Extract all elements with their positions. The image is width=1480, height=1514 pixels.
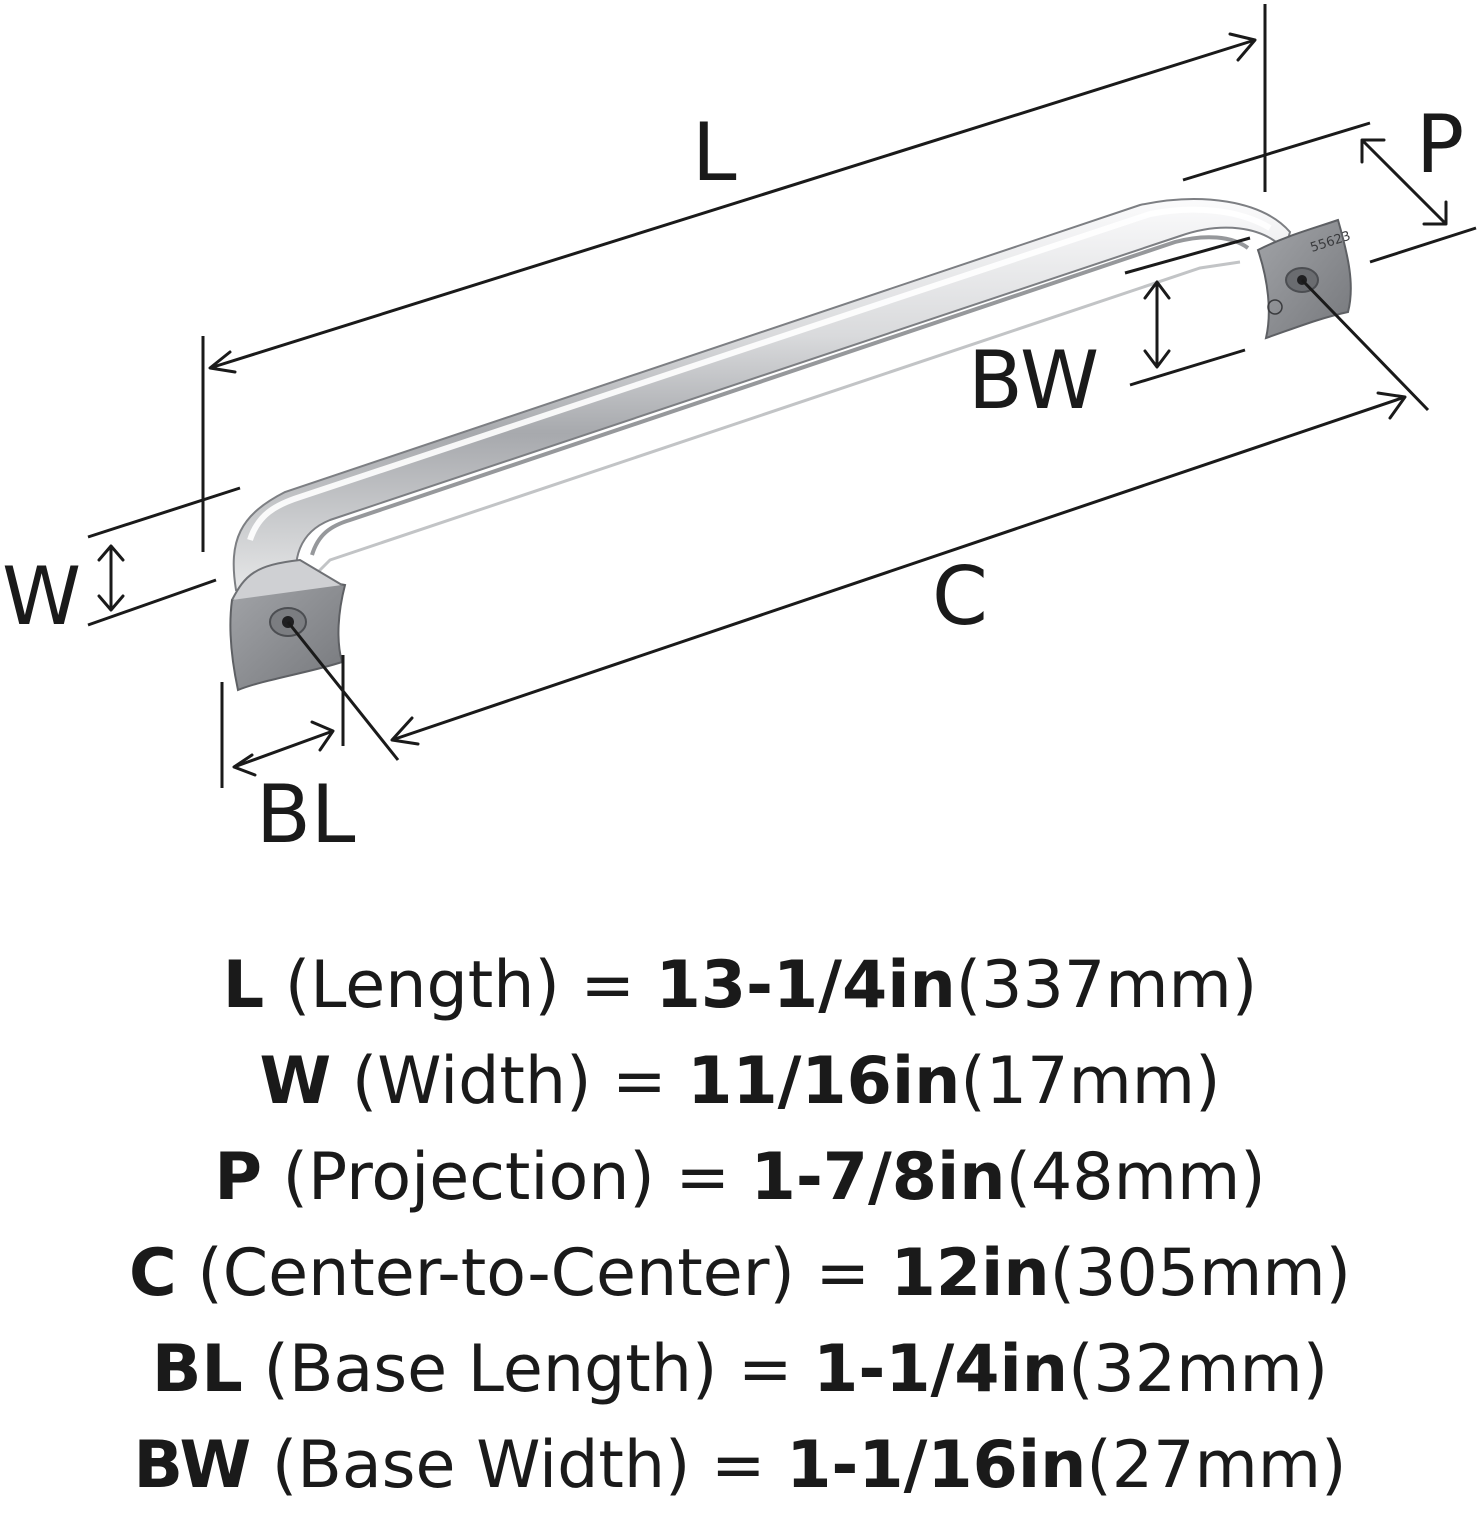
spec-length: L (Length) = 13-1/4in(337mm) xyxy=(222,948,1258,1023)
spec-projection: P (Projection) = 1-7/8in(48mm) xyxy=(214,1140,1266,1215)
dimension-spec-list: L (Length) = 13-1/4in(337mm) W (Width) =… xyxy=(0,938,1480,1514)
label-BW: BW xyxy=(968,334,1099,427)
label-W: W xyxy=(2,550,81,643)
handle-dimension-diagram: 55623 xyxy=(2,4,1477,861)
spec-base-width: BW (Base Width) = 1-1/16in(27mm) xyxy=(133,1428,1347,1503)
handle-bar xyxy=(232,198,1292,591)
spec-center-to-center: C (Center-to-Center) = 12in(305mm) xyxy=(128,1236,1352,1311)
label-P: P xyxy=(1416,98,1464,191)
label-BL: BL xyxy=(256,768,356,861)
label-L: L xyxy=(692,106,737,199)
spec-base-length: BL (Base Length) = 1-1/4in(32mm) xyxy=(151,1332,1329,1407)
dimension-lines xyxy=(87,4,1477,788)
label-C: C xyxy=(932,550,988,643)
spec-width: W (Width) = 11/16in(17mm) xyxy=(259,1044,1221,1119)
cabinet-pull-handle: 55623 xyxy=(229,198,1353,692)
